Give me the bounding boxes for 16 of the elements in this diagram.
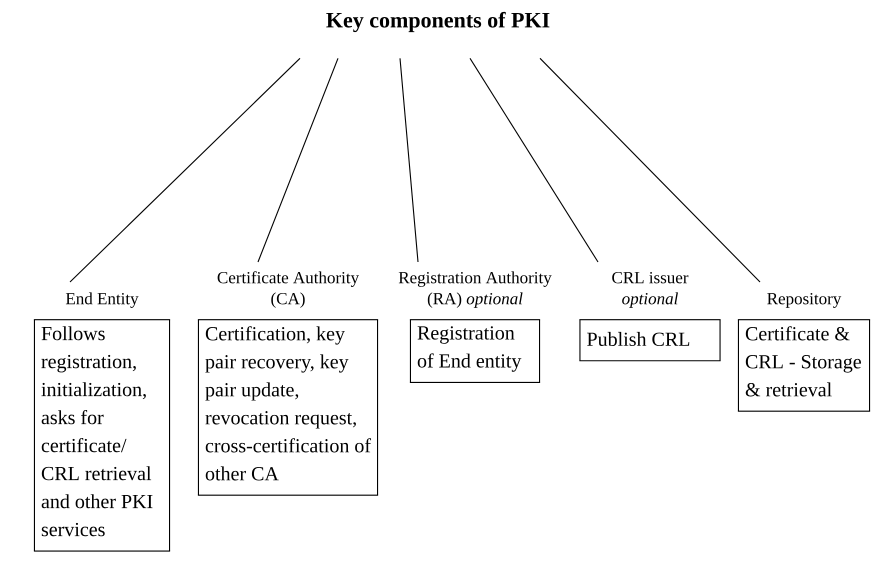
connector-line xyxy=(540,58,760,282)
description-box: Publish CRL xyxy=(579,319,721,362)
description-box: Follows registration, initialization, asks for certificate/ CRL retrieval and other PKI services xyxy=(34,319,170,552)
component-label: End Entity xyxy=(66,292,139,308)
component-label: Certificate Authority (CA) xyxy=(218,271,359,308)
description-box: Certification, key pair recovery, key pair update, revocation request, cross-certification of other CA xyxy=(198,319,378,496)
component-label: Repository xyxy=(767,292,842,308)
connector-line xyxy=(257,58,339,262)
description-box: Certificate & CRL - Storage & retrieval xyxy=(738,319,870,412)
connector-line xyxy=(399,58,419,262)
connector-line xyxy=(70,58,300,282)
component-label: CRL issuer optional xyxy=(612,272,688,308)
connector-line xyxy=(470,58,598,262)
description-box: Registration of End entity xyxy=(410,319,540,383)
component-label: Registration Authority (RA) optional xyxy=(398,271,552,308)
title: Key components of PKI xyxy=(326,12,550,32)
